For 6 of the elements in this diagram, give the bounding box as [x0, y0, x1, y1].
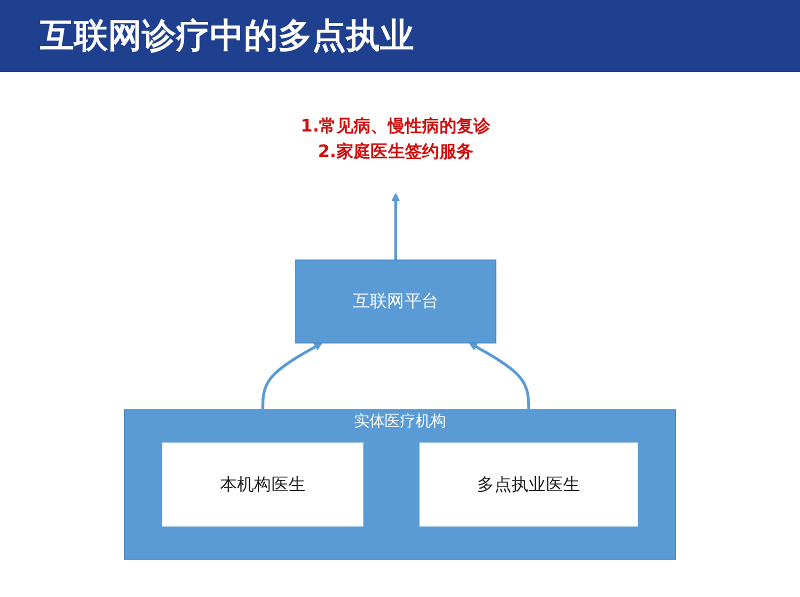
node-text: 1.常见病、慢性病的复诊 2.家庭医生签约服务 [300, 116, 491, 162]
node-box: 本机构医生 [162, 442, 364, 526]
title: 互联网诊疗中的多点执业 [0, 0, 800, 72]
node-box: 互联网平台 [295, 260, 496, 344]
node-box: 多点执业医生 [420, 442, 638, 526]
arrow [392, 192, 400, 260]
